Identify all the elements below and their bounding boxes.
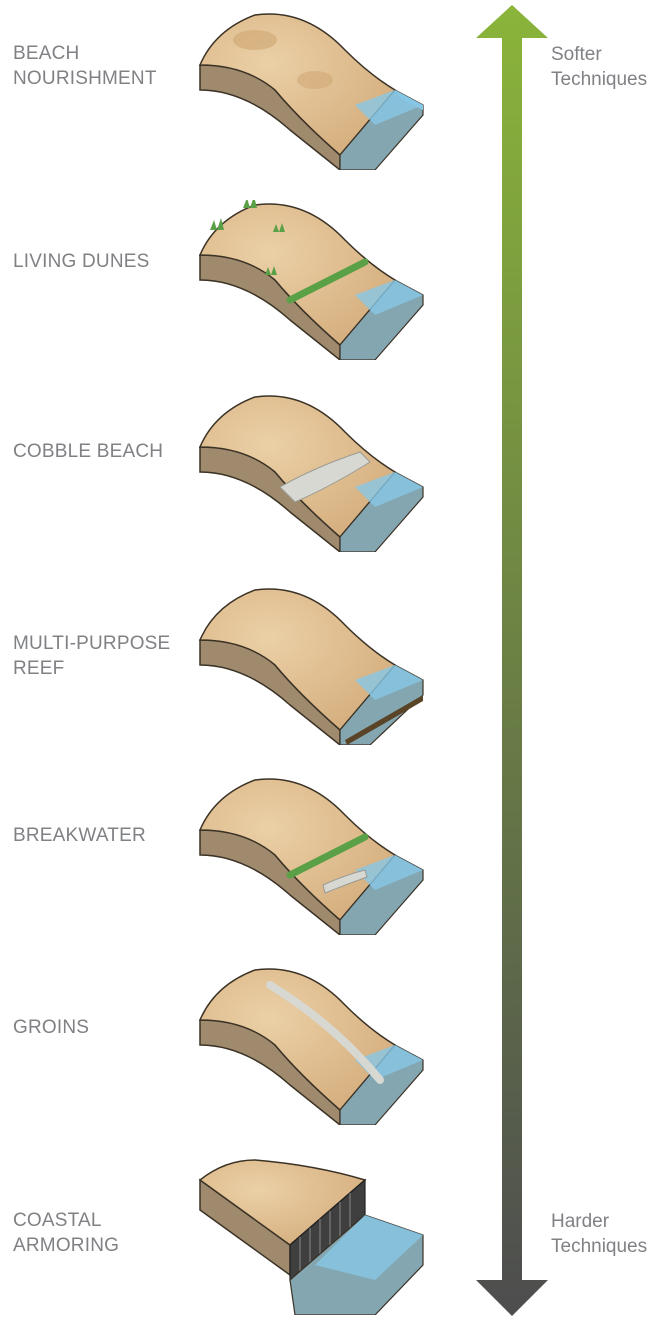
scale-top-label: Softer Techniques: [551, 42, 647, 92]
technique-label-coastal-armoring: COASTAL ARMORING: [13, 1208, 119, 1258]
cobble-strip: [279, 451, 371, 503]
label-line: ARMORING: [13, 1235, 120, 1256]
technique-label-cobble-beach: COBBLE BEACH: [13, 439, 163, 464]
label-line: NOURISHMENT: [13, 68, 157, 89]
label-line: MULTI-PURPOSE: [13, 633, 171, 654]
breakwater-structure: [322, 869, 368, 894]
multi-purpose-reef-illustration: [198, 588, 424, 745]
cobble-beach-illustration: [198, 395, 424, 552]
label-line: COASTAL: [13, 1210, 102, 1231]
label-line: BREAKWATER: [13, 825, 146, 846]
technique-label-multi-purpose-reef: MULTI-PURPOSE REEF: [13, 631, 170, 681]
technique-label-groins: GROINS: [13, 1015, 89, 1040]
groins-illustration: [198, 968, 424, 1125]
breakwater-illustration: [198, 778, 424, 935]
vegetation-strip: [286, 258, 369, 304]
double-arrow: [476, 5, 548, 1316]
beach-nourishment-illustration: [198, 13, 424, 170]
living-dunes-illustration: [198, 200, 424, 360]
groin-structure: [266, 981, 384, 1084]
label-line: LIVING DUNES: [13, 251, 150, 272]
scale-bottom-line1: Harder: [551, 1211, 610, 1232]
label-line: BEACH: [13, 43, 80, 64]
reef-base: [345, 695, 423, 745]
scale-bottom-label: Harder Techniques: [551, 1209, 647, 1259]
technique-label-beach-nourishment: BEACH NOURISHMENT: [13, 41, 157, 91]
label-line: COBBLE BEACH: [13, 441, 164, 462]
coastal-armoring-illustration: [198, 1159, 424, 1315]
technique-label-living-dunes: LIVING DUNES: [13, 249, 150, 274]
scale-bottom-line2: Techniques: [551, 1236, 648, 1257]
label-line: GROINS: [13, 1017, 90, 1038]
vegetation-strip: [286, 833, 369, 879]
label-line: REEF: [13, 658, 65, 679]
scale-top-line2: Techniques: [551, 69, 648, 90]
scale-top-line1: Softer: [551, 44, 602, 65]
technique-label-breakwater: BREAKWATER: [13, 823, 146, 848]
